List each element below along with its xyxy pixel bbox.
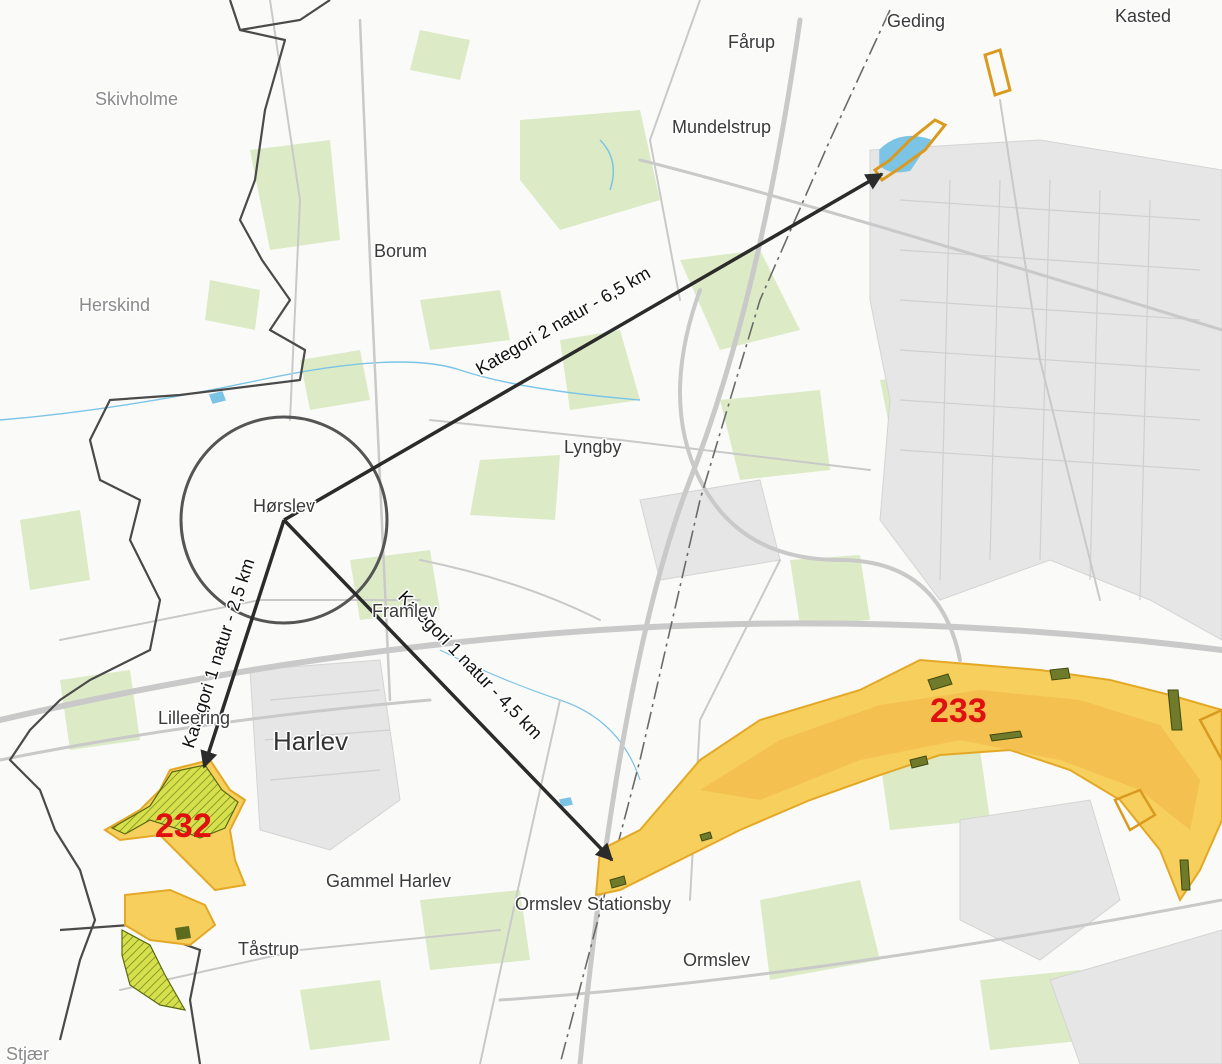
measurement-arrows: [200, 172, 884, 862]
place-skivholme: Skivholme: [95, 89, 178, 109]
place-farup: Fårup: [728, 32, 775, 52]
place-stjaer: Stjær: [6, 1044, 49, 1064]
zone-label-232: 232: [155, 807, 212, 845]
place-gammel-harlev: Gammel Harlev: [326, 871, 451, 891]
municipal-boundary-south: [59, 923, 202, 1064]
buffer-circle: [179, 415, 389, 625]
nature-zone-232: [103, 758, 247, 1011]
place-labels: Geding Kasted Fårup Skivholme Mundelstru…: [5, 5, 1173, 1064]
place-harlev: Harlev: [273, 726, 348, 756]
nature-outlines-north: [872, 48, 1012, 183]
place-geding: Geding: [887, 11, 945, 31]
place-ormslev: Ormslev: [683, 950, 750, 970]
place-lilleering: Lilleering: [158, 708, 230, 728]
arrow-kat2: [283, 172, 884, 522]
railway: [559, 9, 891, 1064]
urban-streets: [264, 179, 1201, 781]
arrow-kat1-south: [200, 519, 286, 769]
place-lyngby: Lyngby: [564, 437, 621, 457]
place-borum: Borum: [374, 241, 427, 261]
place-mundelstrup: Mundelstrup: [672, 117, 771, 137]
zone-label-233: 233: [930, 692, 987, 730]
place-framlev: Framlev: [372, 601, 437, 621]
municipal-boundary: [8, 0, 307, 1041]
place-tastrup: Tåstrup: [238, 939, 299, 959]
place-ormslev-stationsby: Ormslev Stationsby: [515, 894, 671, 914]
place-herskind: Herskind: [79, 295, 150, 315]
nature-zone-233: [594, 658, 1222, 903]
place-kasted: Kasted: [1115, 6, 1171, 26]
municipal-boundary-north: [239, 0, 331, 32]
place-horslev: Hørslev: [253, 496, 315, 516]
arrow-kat1-east: [282, 518, 614, 862]
